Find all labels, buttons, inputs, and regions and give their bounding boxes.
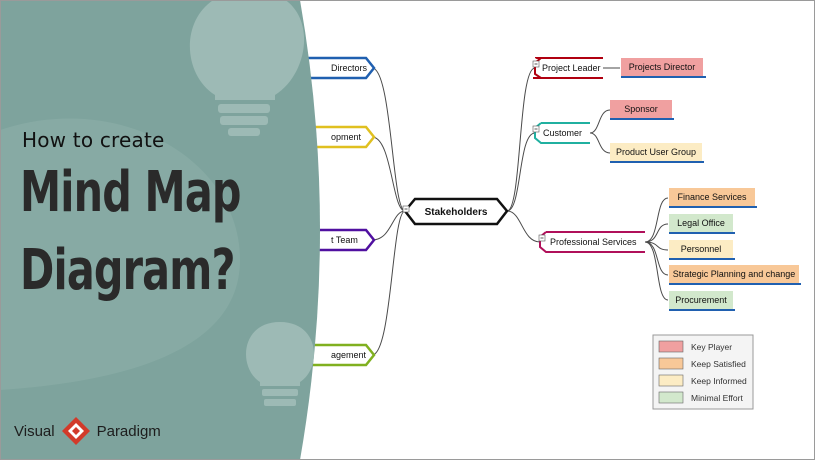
legend-item-keep-satisfied: Keep Satisfied bbox=[658, 357, 746, 370]
svg-text:Professional Services: Professional Services bbox=[550, 237, 637, 247]
svg-text:Directors: Directors bbox=[331, 63, 368, 73]
svg-text:Customer: Customer bbox=[543, 128, 582, 138]
node-project-leader[interactable]: Project Leader bbox=[532, 57, 603, 79]
connector-procurement bbox=[644, 241, 669, 301]
legend: Key Player Keep Satisfied Keep Informed … bbox=[652, 334, 754, 410]
visual-paradigm-logo-icon bbox=[61, 417, 90, 445]
lightbulb-icon bbox=[189, 0, 305, 136]
legend-item-key-player: Key Player bbox=[658, 340, 732, 353]
svg-text:Sponsor: Sponsor bbox=[624, 104, 658, 114]
headline-line-2: Diagram? bbox=[20, 238, 235, 303]
svg-text:Project Leader: Project Leader bbox=[542, 63, 601, 73]
svg-text:Key Player: Key Player bbox=[691, 342, 732, 352]
node-procurement[interactable]: Procurement bbox=[669, 291, 735, 311]
node-personnel[interactable]: Personnel bbox=[669, 240, 735, 260]
svg-text:Keep Satisfied: Keep Satisfied bbox=[691, 359, 746, 369]
svg-text:t Team: t Team bbox=[331, 235, 358, 245]
headline-line-1: Mind Map bbox=[20, 160, 241, 225]
brand-logo[interactable]: Visual Paradigm bbox=[14, 416, 161, 446]
connector-strategic bbox=[644, 241, 669, 276]
brand-name-right: Paradigm bbox=[96, 422, 161, 440]
lightbulb-icon bbox=[246, 322, 314, 406]
title-overlay-panel: How to create Mind Map Diagram? Visual P… bbox=[0, 0, 330, 460]
node-root-stakeholders[interactable]: Stakeholders bbox=[402, 197, 509, 226]
connector-legal bbox=[644, 223, 669, 243]
brand-name-left: Visual bbox=[14, 422, 55, 440]
node-customer[interactable]: Customer bbox=[532, 122, 590, 144]
connector-project-team bbox=[371, 210, 406, 241]
svg-text:Personnel: Personnel bbox=[681, 244, 722, 254]
legend-item-minimal-effort: Minimal Effort bbox=[658, 391, 743, 404]
svg-text:Projects Director: Projects Director bbox=[629, 62, 696, 72]
svg-text:Strategic Planning and change: Strategic Planning and change bbox=[673, 269, 796, 279]
connector-finance bbox=[644, 197, 669, 243]
svg-text:Stakeholders: Stakeholders bbox=[425, 207, 488, 218]
legend-item-keep-informed: Keep Informed bbox=[658, 374, 747, 387]
connector-professional-services bbox=[506, 210, 541, 243]
svg-text:opment: opment bbox=[331, 132, 362, 142]
connector-directors bbox=[371, 67, 406, 212]
svg-text:Keep Informed: Keep Informed bbox=[691, 376, 747, 386]
connector-lines bbox=[371, 67, 669, 356]
connector-sponsor bbox=[589, 109, 611, 134]
node-legal-office[interactable]: Legal Office bbox=[669, 214, 735, 234]
node-professional-services[interactable]: Professional Services bbox=[538, 231, 645, 253]
connector-project-leader bbox=[506, 67, 536, 212]
node-sponsor[interactable]: Sponsor bbox=[610, 100, 674, 120]
connector-customer bbox=[506, 132, 536, 212]
svg-text:Procurement: Procurement bbox=[675, 295, 727, 305]
connector-product-user-group bbox=[589, 132, 611, 154]
svg-text:Minimal Effort: Minimal Effort bbox=[691, 393, 743, 403]
connector-development bbox=[371, 136, 406, 212]
node-product-user-group[interactable]: Product User Group bbox=[610, 143, 704, 163]
svg-text:Product User Group: Product User Group bbox=[616, 147, 696, 157]
node-finance-services[interactable]: Finance Services bbox=[669, 188, 757, 208]
svg-text:Legal Office: Legal Office bbox=[677, 218, 725, 228]
overlay-background bbox=[0, 0, 320, 460]
svg-text:Finance Services: Finance Services bbox=[677, 192, 747, 202]
node-strategic-planning[interactable]: Strategic Planning and change bbox=[669, 265, 801, 285]
svg-text:agement: agement bbox=[331, 350, 367, 360]
headline-subtitle: How to create bbox=[22, 128, 165, 152]
connector-management bbox=[371, 210, 406, 356]
node-projects-director[interactable]: Projects Director bbox=[621, 58, 706, 78]
